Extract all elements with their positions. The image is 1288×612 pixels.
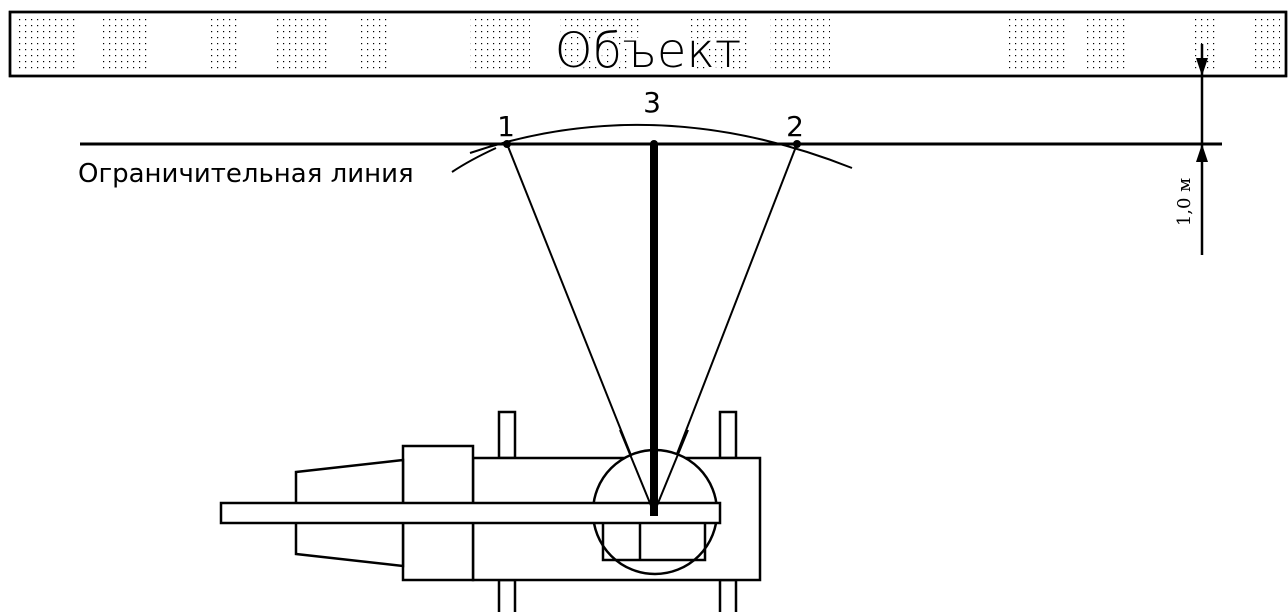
outrigger-bottom-right xyxy=(718,578,738,612)
limit-line-label: Ограничительная линия xyxy=(78,159,414,189)
crane-boom xyxy=(219,501,722,525)
outrigger-top-left xyxy=(497,410,517,460)
swing-arc xyxy=(469,123,853,169)
object-band: Объект xyxy=(8,10,1288,82)
point-2-label: 2 xyxy=(786,110,804,143)
point-1-label: 1 xyxy=(497,110,515,143)
distance-dimension: 1,0 м xyxy=(1174,44,1208,255)
outrigger-top-right xyxy=(718,410,738,460)
outrigger-bottom-left xyxy=(497,578,517,612)
object-hatching xyxy=(18,16,1280,72)
point-2-marker xyxy=(793,140,801,148)
dimension-arrow-up xyxy=(1196,144,1208,162)
label-leader-line xyxy=(451,147,497,173)
point-1-marker xyxy=(503,140,511,148)
boom-radius-line-2 xyxy=(655,143,798,509)
dimension-arrow-down xyxy=(1196,58,1208,76)
object-label: Объект xyxy=(555,23,741,79)
distance-label: 1,0 м xyxy=(1174,178,1195,226)
point-3-label: 3 xyxy=(643,86,661,119)
crane-plan xyxy=(219,410,762,612)
point-3-marker xyxy=(650,140,658,148)
